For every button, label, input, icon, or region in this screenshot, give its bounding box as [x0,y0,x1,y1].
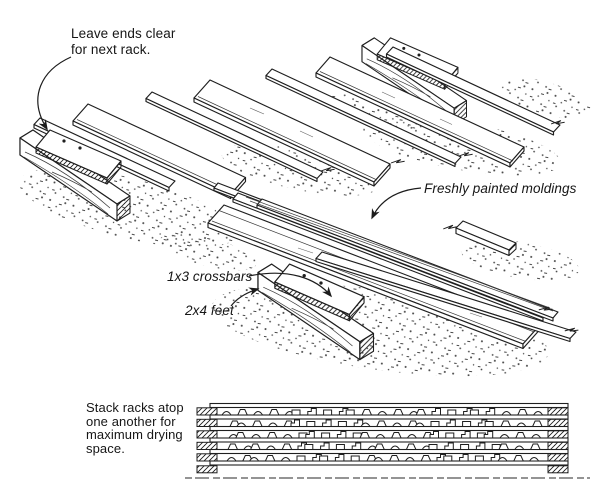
annotation-leave-ends: Leave ends clear for next rack. [71,26,175,58]
leader-arrow-leave-ends [37,56,72,131]
lower-right-crossbar [442,220,517,257]
stack-caption: Stack racks atop one another for maximum… [86,401,184,455]
leader-arrow-freshly-painted [371,187,422,220]
stack-caption-line1: Stack racks atop [86,400,184,415]
stack-caption-line3: maximum drying [86,427,183,443]
annotation-leave-ends-line2: for next rack. [71,42,151,57]
annotation-crossbars: 1x3 crossbars [167,269,253,284]
annotation-leave-ends-line1: Leave ends clear [71,26,176,41]
stack-caption-line2: one another for [86,413,176,429]
lower-rack [207,182,577,361]
annotation-freshly-painted: Freshly painted moldings [424,181,577,196]
upper-rack [19,37,561,222]
leader-arrow-crossbars [248,272,333,298]
leader-arrow-feet [230,287,260,307]
annotation-feet: 2x4 feet [185,303,234,318]
stack-cross-section [196,402,569,474]
stack-caption-line4: space. [86,440,125,456]
leader-arrows [37,56,422,307]
